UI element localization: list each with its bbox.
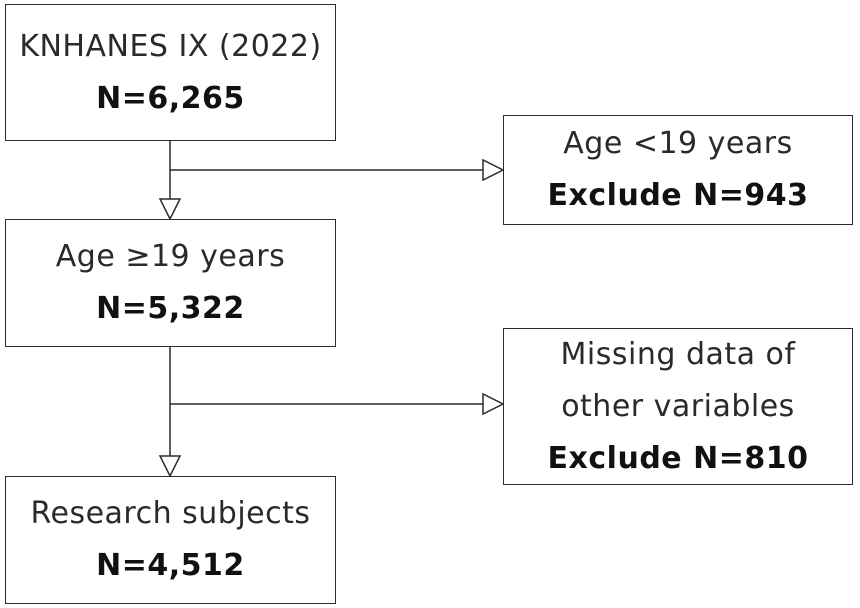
- age-exclusion-criterion: Age <19 years: [563, 126, 793, 161]
- missing-exclusion-criterion-1: Missing data of: [560, 336, 796, 372]
- source-count: N=6,265: [96, 80, 245, 116]
- arrowhead-right-age-exclusion: [482, 158, 505, 182]
- arrowhead-down-final: [158, 455, 182, 478]
- final-label: Research subjects: [30, 496, 311, 531]
- missing-exclusion-count: Exclude N=810: [547, 440, 809, 476]
- adults-count: N=5,322: [96, 291, 245, 326]
- adults-criterion: Age ≥19 years: [55, 239, 286, 274]
- age-exclusion-count: Exclude N=943: [547, 178, 809, 213]
- arrowhead-down-adults: [158, 198, 182, 221]
- final-count: N=4,512: [96, 548, 245, 583]
- missing-exclusion-box: Missing data of other variables Exclude …: [503, 328, 853, 485]
- missing-exclusion-criterion-2: other variables: [561, 388, 795, 424]
- arrowhead-right-missing-exclusion: [482, 392, 505, 416]
- source-title: KNHANES IX (2022): [19, 28, 322, 64]
- adults-box: Age ≥19 years N=5,322: [5, 219, 336, 347]
- final-box: Research subjects N=4,512: [5, 476, 336, 604]
- source-box: KNHANES IX (2022) N=6,265: [5, 4, 336, 141]
- age-exclusion-box: Age <19 years Exclude N=943: [503, 115, 853, 225]
